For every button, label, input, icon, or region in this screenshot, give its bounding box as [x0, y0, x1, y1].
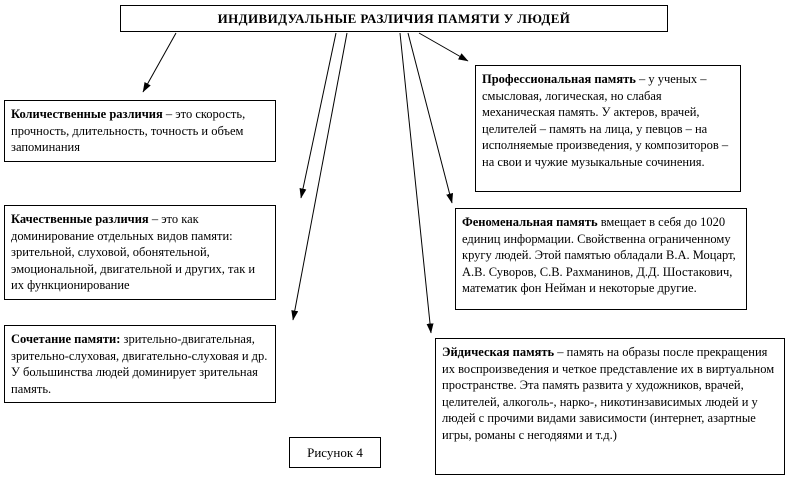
node-eidetic-memory: Эйдическая память – память на образы пос…	[435, 338, 785, 475]
arrow-to-professional	[418, 32, 469, 62]
diagram-title-text: ИНДИВИДУАЛЬНЫЕ РАЗЛИЧИЯ ПАМЯТИ У ЛЮДЕЙ	[217, 11, 571, 26]
node-quantitative-lead: Количественные различия	[11, 107, 163, 121]
node-eidetic-lead: Эйдическая память	[442, 345, 555, 359]
node-professional-body: – у ученых – смысловая, логическая, но с…	[482, 72, 729, 169]
node-qualitative-differences: Качественные различия – это как доминиро…	[4, 205, 276, 300]
node-phenomenal-memory: Феноменальная память вмещает в себя до 1…	[455, 208, 747, 310]
figure-caption-text: Рисунок 4	[307, 445, 363, 460]
node-qualitative-body: – это как доминирование отдельных видов …	[11, 212, 256, 292]
node-eidetic-body: – память на образы после прекращения их …	[442, 345, 775, 442]
arrow-to-eidetic	[399, 32, 434, 334]
arrow-to-qualitative	[299, 32, 337, 199]
node-combination-lead: Сочетание памяти:	[11, 332, 121, 346]
arrow-to-quantitative	[142, 32, 177, 93]
diagram-title: ИНДИВИДУАЛЬНЫЕ РАЗЛИЧИЯ ПАМЯТИ У ЛЮДЕЙ	[120, 5, 668, 32]
arrow-to-phenomenal	[407, 32, 454, 204]
arrow-to-combination	[291, 32, 348, 321]
node-quantitative-differences: Количественные различия – это скорость, …	[4, 100, 276, 162]
node-phenomenal-lead: Феноменальная память	[462, 215, 598, 229]
node-phenomenal-body: вмещает в себя до 1020 единиц информации…	[462, 215, 736, 295]
node-qualitative-lead: Качественные различия	[11, 212, 149, 226]
figure-caption: Рисунок 4	[289, 437, 381, 468]
node-professional-memory: Профессиональная память – у ученых – смы…	[475, 65, 741, 192]
node-memory-combination: Сочетание памяти: зрительно-двигательная…	[4, 325, 276, 403]
node-quantitative-body: – это скорость, прочность, длительность,…	[11, 107, 246, 154]
node-combination-body: зрительно-двигательная, зрительно-слухов…	[11, 332, 268, 396]
node-professional-lead: Профессиональная память	[482, 72, 636, 86]
